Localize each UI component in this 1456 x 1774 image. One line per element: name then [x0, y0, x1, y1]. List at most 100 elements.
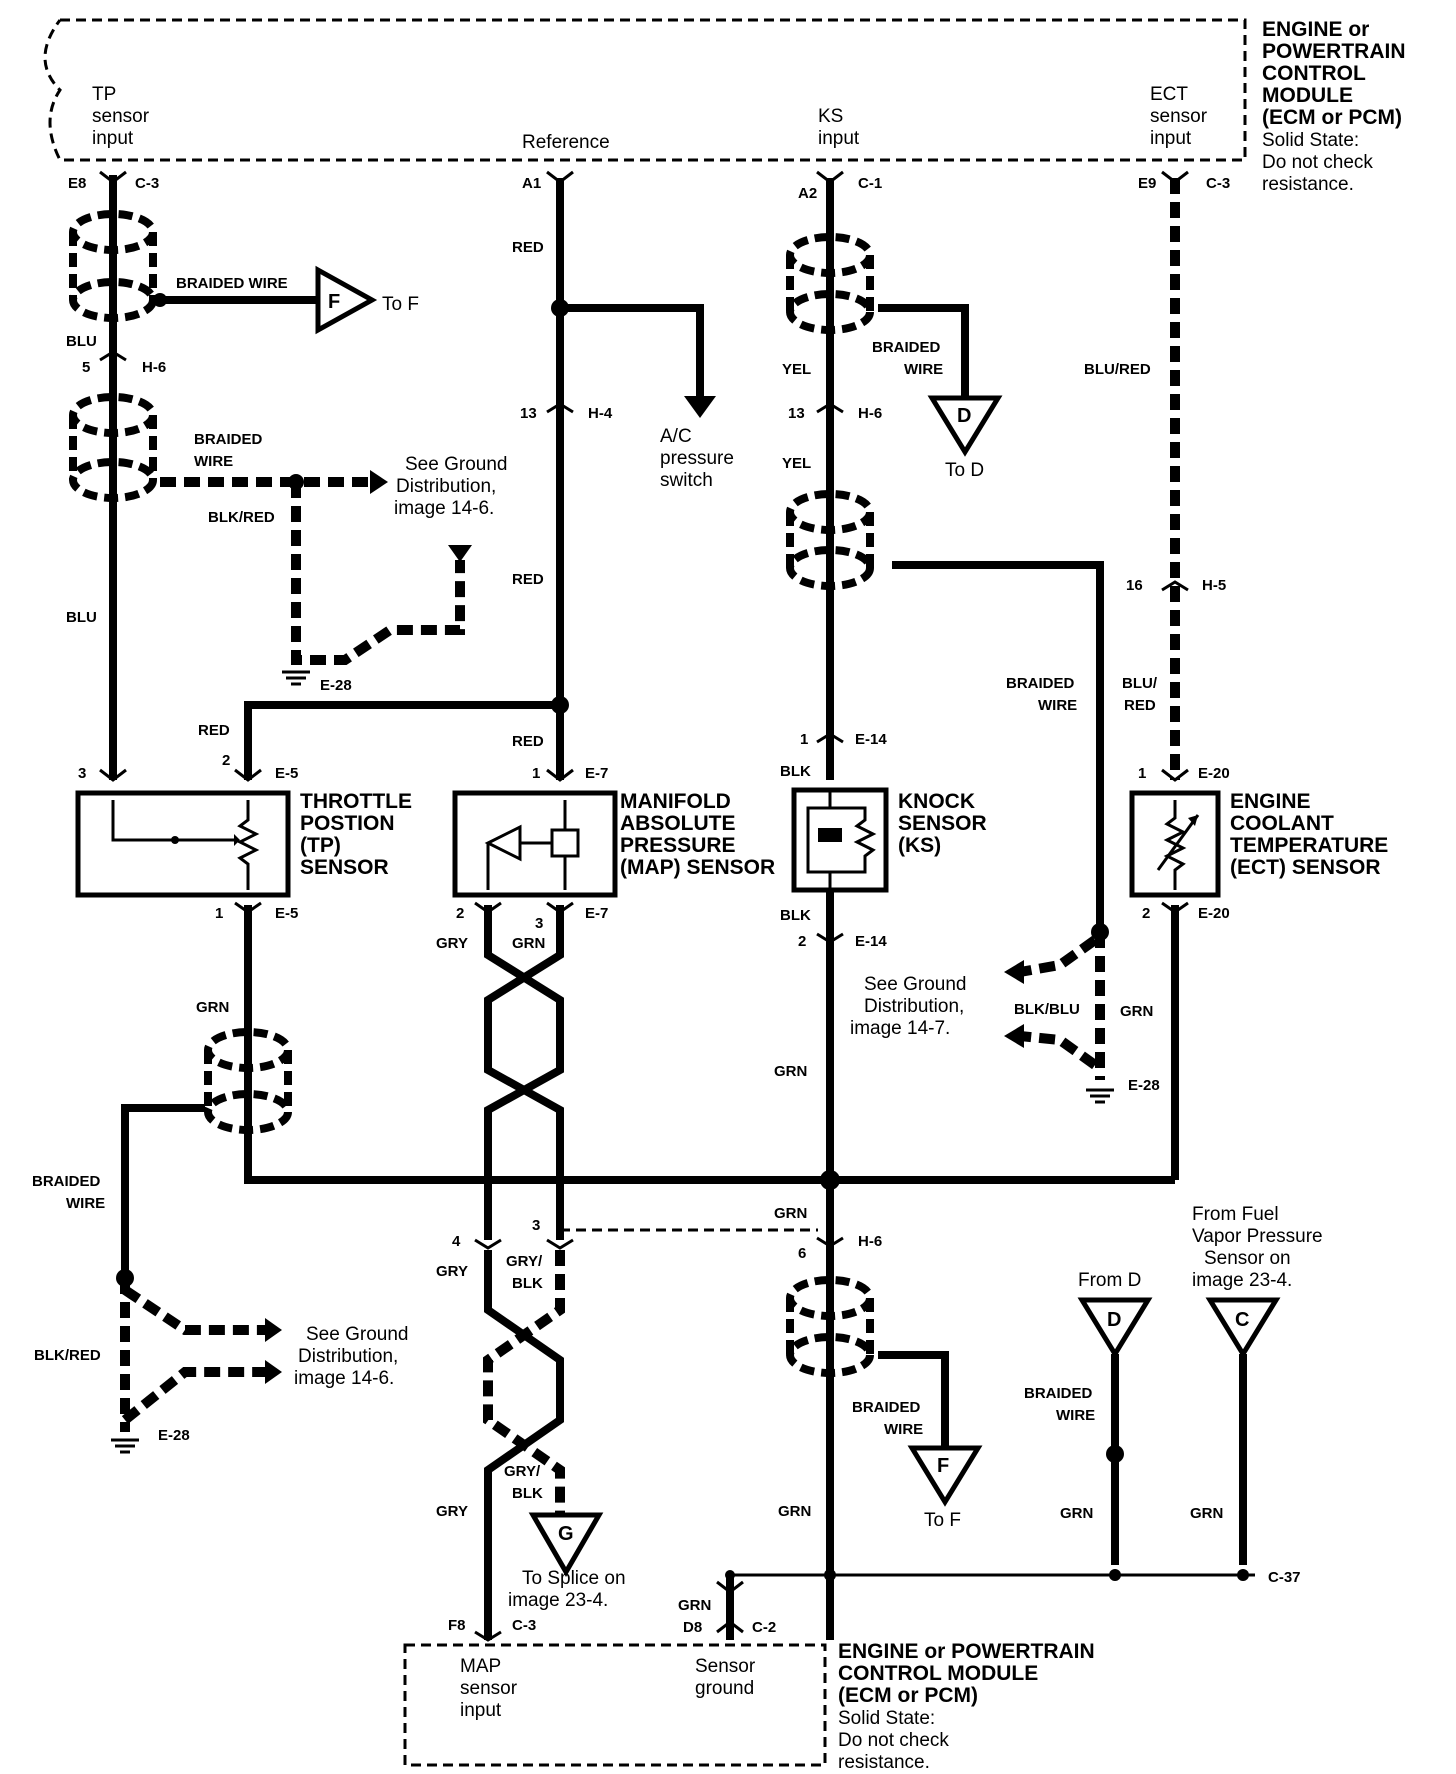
braided-wire-to-f-lower	[878, 1351, 949, 1448]
blk-label-1: BLK	[780, 763, 811, 780]
braided-wire-to-d	[878, 304, 969, 398]
svg-text:ENGINE: ENGINE	[1230, 790, 1311, 813]
pin-13-h6: 13	[788, 405, 805, 422]
svg-text:Do not check: Do not check	[838, 1730, 949, 1751]
ecm-bottom-box	[403, 1643, 827, 1767]
svg-text:(ECT) SENSOR: (ECT) SENSOR	[1230, 856, 1381, 879]
svg-text:Distribution,: Distribution,	[864, 996, 964, 1017]
connector-e7-bottom: E-7	[585, 905, 608, 922]
pin-1-map: 1	[532, 765, 540, 782]
from-d-label: From D	[1078, 1270, 1141, 1291]
svg-text:Solid State:: Solid State:	[838, 1708, 935, 1729]
braided-shield-upper	[69, 210, 167, 322]
svg-text:Solid State:: Solid State:	[1262, 130, 1359, 151]
svg-text:Sensor: Sensor	[695, 1656, 756, 1677]
blu-label-2: BLU	[66, 609, 97, 626]
connector-d8: D8	[683, 1619, 702, 1636]
red-label-tp: RED	[198, 722, 230, 739]
connector-c37: C-37	[1268, 1569, 1301, 1586]
ecm-bottom-title: ENGINE or POWERTRAIN CONTROL MODULE (ECM…	[838, 1640, 1095, 1773]
svg-text:F: F	[937, 1455, 949, 1477]
braided-shield-middle	[69, 393, 157, 502]
svg-text:sensor: sensor	[92, 106, 150, 127]
svg-text:Distribution,: Distribution,	[396, 476, 496, 497]
svg-text:Vapor Pressure: Vapor Pressure	[1192, 1226, 1323, 1247]
connector-c3-top: C-3	[135, 175, 159, 192]
braided-wire-label-2a: BRAIDED	[194, 431, 263, 448]
ref-triangle-f-top: F	[315, 265, 378, 335]
svg-text:MODULE: MODULE	[1262, 84, 1353, 107]
svg-text:COOLANT: COOLANT	[1230, 812, 1334, 835]
blu-red-label-2a: BLU/	[1122, 675, 1158, 692]
svg-text:(ECM or PCM): (ECM or PCM)	[1262, 106, 1402, 129]
connector-c3-bottom: C-3	[512, 1617, 536, 1634]
tp-reference-wire	[244, 701, 560, 780]
ground-e28-lower: E-28	[111, 1427, 190, 1454]
ref-triangle-g: G	[528, 1512, 604, 1577]
grn-label-d: GRN	[1060, 1505, 1093, 1522]
svg-text:KS: KS	[818, 106, 843, 127]
connector-h6-ks: H-6	[858, 405, 882, 422]
braided-wire-label-6b: WIRE	[884, 1421, 923, 1438]
svg-text:input: input	[1150, 128, 1192, 149]
braided-shield-ks-lower	[786, 1276, 874, 1377]
svg-text:F: F	[328, 291, 340, 313]
pin-6-h6: 6	[798, 1245, 806, 1262]
yel-label-2: YEL	[782, 455, 811, 472]
pin-16-h5: 16	[1126, 577, 1143, 594]
braided-wire-label-6a: BRAIDED	[852, 1399, 921, 1416]
svg-text:From Fuel: From Fuel	[1192, 1204, 1279, 1225]
grn-label-ks-3: GRN	[778, 1503, 811, 1520]
pin-2-map: 2	[456, 905, 464, 922]
svg-text:image 14-7.: image 14-7.	[850, 1018, 950, 1039]
pin-5-h6: 5	[82, 359, 90, 376]
pin-3-h6: 3	[532, 1217, 540, 1234]
braided-wire-label-4a: BRAIDED	[872, 339, 941, 356]
svg-text:image 14-6.: image 14-6.	[394, 498, 494, 519]
connector-e5-top: E-5	[275, 765, 298, 782]
grn-label-ks-2: GRN	[774, 1205, 807, 1222]
grn-label-tp: GRN	[196, 999, 229, 1016]
red-label-1: RED	[512, 239, 544, 256]
yel-label-1: YEL	[782, 361, 811, 378]
braided-shield-ks-middle	[786, 490, 874, 590]
connector-e14-top: E-14	[855, 731, 887, 748]
connector-c1: C-1	[858, 175, 882, 192]
braided-wire-label-5a: BRAIDED	[1006, 675, 1075, 692]
braided-wire-label-3b: WIRE	[66, 1195, 105, 1212]
red-label-2: RED	[512, 571, 544, 588]
ac-switch-wire	[560, 304, 704, 400]
svg-text:D: D	[957, 405, 971, 427]
svg-text:POSTION: POSTION	[300, 812, 395, 835]
twisted-pair-upper	[474, 901, 574, 1240]
braided-wire-lower	[121, 1104, 205, 1278]
svg-text:Do not check: Do not check	[1262, 152, 1373, 173]
blu-red-label-2b: RED	[1124, 697, 1156, 714]
ground-e28-ks: E-28	[1086, 1077, 1160, 1104]
pin-3-tp: 3	[78, 765, 86, 782]
braided-wire-label-2b: WIRE	[194, 453, 233, 470]
pin-1-e14: 1	[800, 731, 808, 748]
svg-text:SENSOR: SENSOR	[898, 812, 987, 835]
svg-text:TP: TP	[92, 84, 116, 105]
svg-text:C: C	[1235, 1309, 1249, 1331]
gry-blk-label-1a: GRY/	[506, 1253, 543, 1270]
ect-sensor-title: ENGINE COOLANT TEMPERATURE (ECT) SENSOR	[1230, 790, 1388, 879]
connector-c2: C-2	[752, 1619, 776, 1636]
svg-text:ENGINE or: ENGINE or	[1262, 18, 1369, 41]
gry-label-2: GRY	[436, 1263, 468, 1280]
svg-text:input: input	[92, 128, 134, 149]
connector-h6-tp: H-6	[142, 359, 166, 376]
ac-switch-label: A/C pressure switch	[660, 426, 734, 491]
ground-e28-upper: E-28	[282, 670, 352, 694]
svg-text:SENSOR: SENSOR	[300, 856, 389, 879]
to-d-label: To D	[945, 460, 984, 481]
ect-sensor-box	[1129, 790, 1221, 898]
connector-e20-top: E-20	[1198, 765, 1230, 782]
ecm-top-title: ENGINE or POWERTRAIN CONTROL MODULE (ECM…	[1262, 18, 1406, 195]
connector-e5-bottom: E-5	[275, 905, 298, 922]
svg-text:switch: switch	[660, 470, 713, 491]
svg-text:POWERTRAIN: POWERTRAIN	[1262, 40, 1406, 63]
blu-red-label-1: BLU/RED	[1084, 361, 1151, 378]
gry-label-3: GRY	[436, 1503, 468, 1520]
